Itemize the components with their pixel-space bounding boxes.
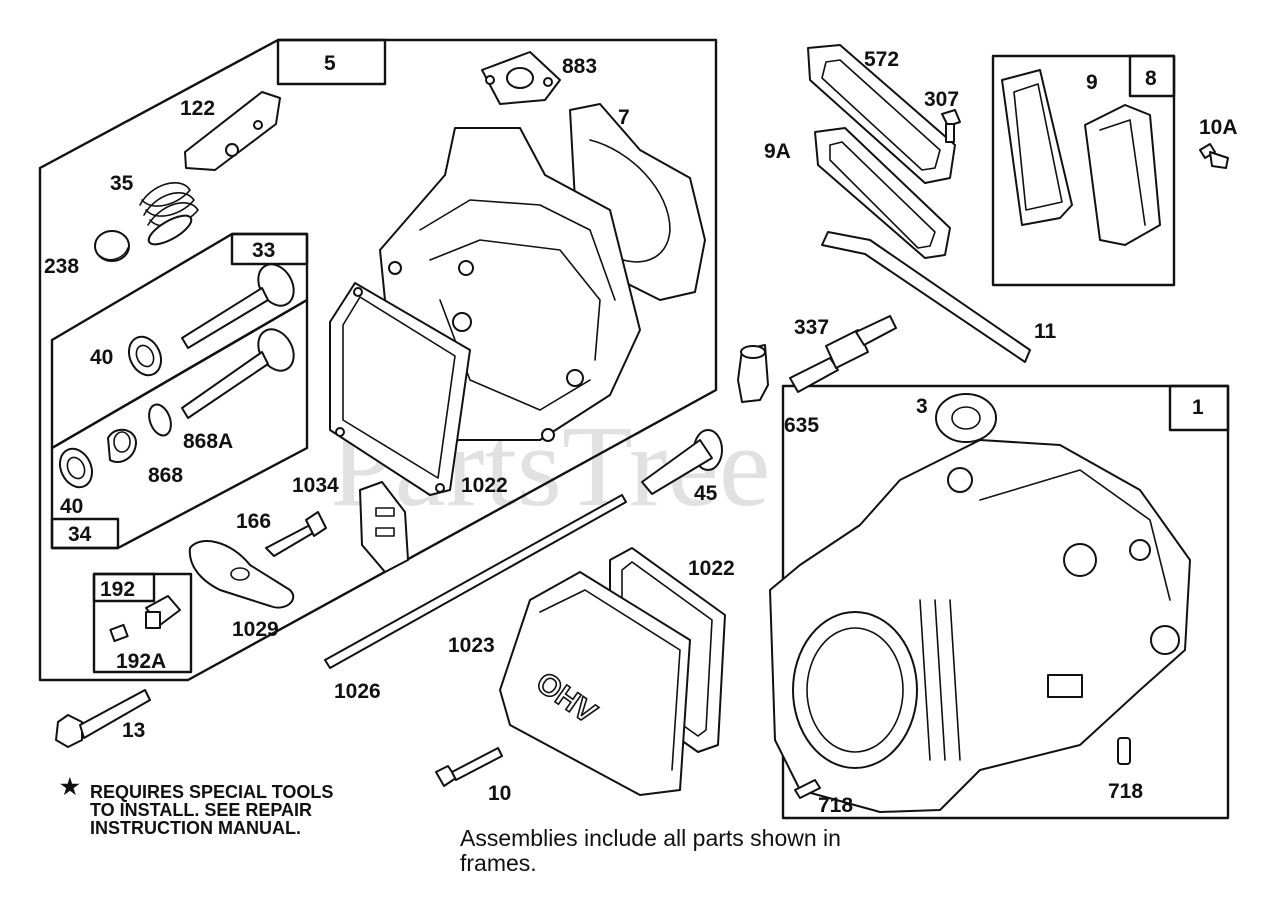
special-tools-note-line2: TO INSTALL. SEE REPAIR	[90, 800, 313, 820]
valve-cap-238	[94, 230, 130, 262]
callout-34: 34	[68, 523, 92, 546]
callout-868: 868	[148, 464, 183, 487]
spacer-plate-122	[184, 91, 281, 171]
breather-plug-192A	[109, 623, 129, 643]
callout-10: 10	[488, 782, 511, 805]
callout-122: 122	[180, 97, 215, 120]
callout-45: 45	[694, 482, 718, 505]
callout-1022-upper: 1022	[461, 474, 508, 497]
intake-valve	[181, 263, 295, 349]
special-tools-note-line1: REQUIRES SPECIAL TOOLS	[90, 782, 334, 802]
callout-1034: 1034	[292, 474, 339, 497]
callout-9A: 9A	[764, 140, 791, 163]
exhaust-valve	[181, 328, 295, 419]
rocker-arm-1029	[188, 540, 295, 609]
callout-337: 337	[794, 316, 829, 339]
valve-retainer-40-upper	[127, 335, 163, 377]
breather-gasket-572	[807, 44, 956, 184]
guide-plate-1034	[359, 481, 409, 573]
spark-plug-boot-635	[737, 344, 769, 403]
rocker-stud-166	[265, 511, 327, 557]
callout-1022-lower: 1022	[688, 557, 735, 580]
valve-spring-35	[139, 181, 199, 246]
callout-1029: 1029	[232, 618, 279, 641]
oil-seal-3	[935, 393, 997, 443]
frame-5-cylinder-head-assembly: 5	[38, 38, 718, 682]
dowel-pin-718-right	[1117, 737, 1131, 765]
frame-34-valve-group: 34	[50, 298, 309, 550]
callout-5: 5	[324, 52, 336, 75]
breather-screw-10A	[1199, 143, 1229, 169]
callout-718-left: 718	[818, 794, 853, 817]
callout-13: 13	[122, 719, 145, 742]
valve-retainer-40-lower	[58, 447, 94, 489]
callout-10A: 10A	[1199, 116, 1238, 139]
valve-seal-868	[107, 428, 137, 463]
breather-screw-307	[941, 109, 961, 143]
assemblies-note-line1: Assemblies include all parts shown in	[460, 825, 841, 851]
callout-11: 11	[1034, 320, 1057, 343]
assemblies-note-line2: frames.	[460, 850, 537, 876]
callout-40-lower: 40	[60, 495, 83, 518]
push-rod-1026	[324, 494, 627, 669]
callout-1023: 1023	[448, 634, 495, 657]
callout-33: 33	[252, 239, 275, 262]
callout-883: 883	[562, 55, 597, 78]
callout-635: 635	[784, 414, 819, 437]
breather-gasket-9A	[814, 127, 951, 259]
callout-1026: 1026	[334, 680, 381, 703]
callout-192A: 192A	[116, 650, 166, 673]
cylinder-block	[769, 439, 1191, 813]
frame-8-breather-assembly: 8	[991, 54, 1176, 287]
valve-washer-868A	[148, 403, 172, 437]
frame-192-breather-fitting: 192	[92, 572, 193, 674]
special-tools-star-icon: ★	[60, 774, 80, 799]
breather-fitting-192	[145, 595, 181, 629]
callout-8: 8	[1145, 67, 1157, 90]
callout-35: 35	[110, 172, 134, 195]
callout-9: 9	[1086, 71, 1098, 94]
callout-868A: 868A	[183, 430, 233, 453]
callout-238: 238	[44, 255, 79, 278]
callout-192: 192	[100, 578, 135, 601]
cover-bolt-10	[435, 747, 503, 787]
special-tools-note-line3: INSTRUCTION MANUAL.	[90, 818, 301, 838]
intake-gasket-883	[481, 51, 561, 105]
callout-1: 1	[1192, 396, 1204, 419]
head-bolt-13	[55, 689, 151, 748]
callout-40-upper: 40	[90, 346, 113, 369]
callout-718-right: 718	[1108, 780, 1143, 803]
spark-plug-337	[789, 315, 897, 393]
frame-33-valve-group: 33	[50, 232, 309, 450]
callout-3: 3	[916, 395, 928, 418]
breather-tube-11	[821, 231, 1031, 363]
valve-cover-1023: OHV	[499, 571, 691, 796]
callout-166: 166	[236, 510, 271, 533]
breather-cover-8	[1084, 104, 1161, 246]
callout-307: 307	[924, 88, 959, 111]
callout-572: 572	[864, 48, 899, 71]
push-rod-tube-45	[641, 429, 723, 495]
dowel-pin-718-left	[794, 779, 821, 799]
valve-cover-gasket-upper-1022	[329, 282, 471, 496]
breather-gasket-9	[1001, 69, 1073, 226]
callout-7: 7	[618, 106, 630, 129]
